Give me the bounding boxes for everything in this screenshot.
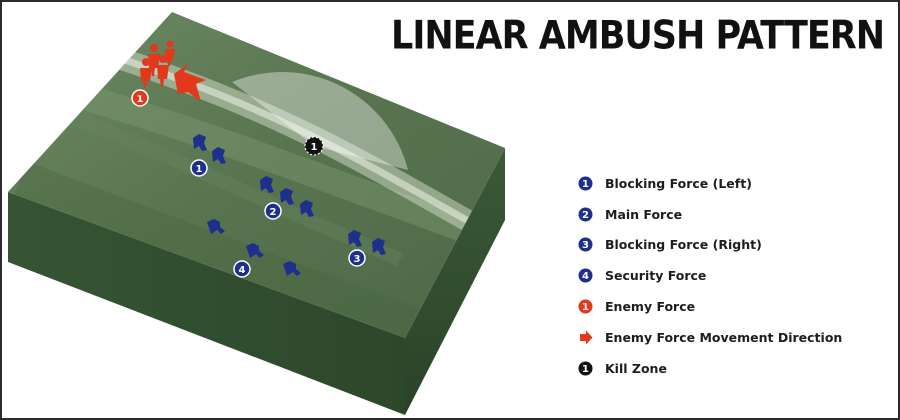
legend-item-blocking-right: 3 Blocking Force (Right)	[578, 230, 842, 261]
legend-label: Blocking Force (Right)	[605, 237, 762, 253]
friendly-marker-4: 4	[233, 260, 251, 278]
enemy-soldier-icon	[140, 58, 152, 88]
terrain-ridge	[56, 77, 505, 263]
legend-marker-enemy: 1	[578, 299, 593, 314]
svg-text:1: 1	[582, 302, 589, 313]
enemy-force-group	[140, 40, 175, 88]
legend-marker-friendly-1: 1	[578, 176, 593, 191]
enemy-force-marker: 1	[131, 89, 149, 107]
arrow-icon	[578, 330, 593, 345]
friendly-units	[193, 134, 386, 276]
friendly-soldier-icon	[246, 243, 264, 258]
legend-item-enemy-force: 1 Enemy Force	[578, 291, 842, 322]
legend-item-enemy-direction: Enemy Force Movement Direction	[578, 322, 842, 353]
svg-text:3: 3	[354, 254, 361, 265]
legend-label: Enemy Force Movement Direction	[605, 329, 843, 345]
legend-label: Enemy Force	[605, 299, 696, 315]
enemy-soldier-icon	[148, 44, 160, 76]
svg-text:3: 3	[582, 241, 589, 252]
terrain-left-side	[8, 192, 405, 415]
friendly-soldier-icon	[280, 188, 294, 205]
friendly-marker-3: 3	[348, 249, 366, 267]
svg-text:4: 4	[582, 271, 589, 282]
legend-label: Blocking Force (Left)	[605, 175, 752, 191]
legend-label: Main Force	[605, 206, 683, 222]
legend: 1 Blocking Force (Left) 2 Main Force 3 B…	[578, 168, 842, 384]
legend-marker-friendly-2: 2	[578, 207, 593, 222]
friendly-soldier-icon	[372, 238, 386, 255]
enemy-soldier-icon	[165, 40, 175, 66]
friendly-soldier-icon	[207, 219, 225, 234]
legend-item-security-force: 4 Security Force	[578, 260, 842, 291]
legend-marker-kill-zone: 1	[578, 361, 593, 376]
kill-zone-marker: 1	[304, 136, 324, 156]
friendly-soldier-icon	[212, 147, 226, 164]
terrain-right-side	[405, 148, 505, 415]
legend-item-blocking-left: 1 Blocking Force (Left)	[578, 168, 842, 199]
terrain-top	[8, 12, 505, 338]
svg-text:4: 4	[239, 265, 246, 276]
svg-text:1: 1	[196, 164, 203, 175]
svg-text:2: 2	[270, 207, 277, 218]
svg-text:1: 1	[582, 364, 589, 375]
friendly-soldier-icon	[348, 230, 362, 247]
terrain-shade	[12, 161, 428, 338]
legend-marker-friendly-3: 3	[578, 237, 593, 252]
friendly-soldier-icon	[300, 200, 314, 217]
enemy-movement-arrow	[174, 64, 206, 102]
svg-text:1: 1	[582, 179, 589, 190]
enemy-soldier-icon	[157, 55, 169, 87]
svg-text:1: 1	[311, 142, 318, 153]
friendly-soldier-icon	[283, 261, 301, 276]
friendly-soldier-icon	[260, 176, 274, 193]
legend-label: Security Force	[605, 268, 707, 284]
legend-label: Kill Zone	[605, 360, 667, 376]
legend-item-kill-zone: 1 Kill Zone	[578, 353, 842, 384]
terrain-shade-2	[77, 113, 403, 267]
svg-text:2: 2	[582, 210, 589, 221]
legend-marker-friendly-4: 4	[578, 268, 593, 283]
friendly-marker-1: 1	[190, 159, 208, 177]
friendly-marker-2: 2	[264, 202, 282, 220]
kill-zone-area	[232, 71, 408, 170]
diagram-title: LINEAR AMBUSH PATTERN	[391, 14, 885, 59]
friendly-soldier-icon	[193, 134, 207, 151]
svg-text:1: 1	[137, 94, 144, 105]
legend-item-main-force: 2 Main Force	[578, 199, 842, 230]
